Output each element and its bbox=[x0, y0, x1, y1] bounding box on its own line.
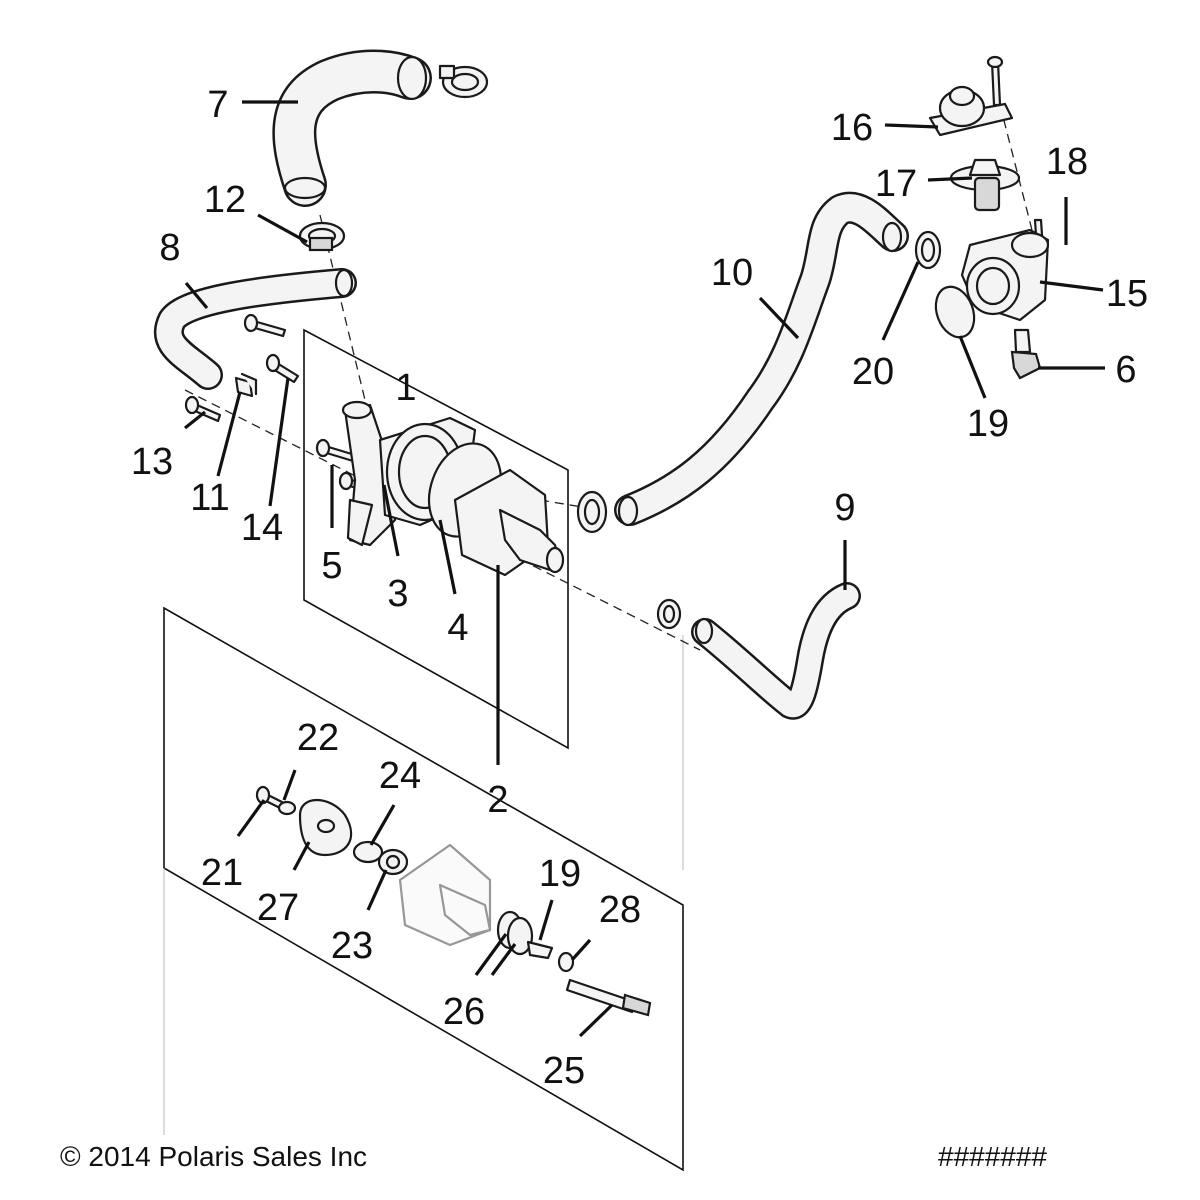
callout-1: 1 bbox=[395, 367, 416, 409]
callout-28: 28 bbox=[599, 889, 641, 931]
callout-16: 16 bbox=[831, 107, 873, 149]
callout-7: 7 bbox=[207, 84, 228, 126]
callout-13: 13 bbox=[131, 441, 173, 483]
callout-19-upper: 19 bbox=[967, 403, 1009, 445]
hose-9 bbox=[691, 582, 861, 720]
centerline bbox=[999, 104, 1033, 231]
callout-20: 20 bbox=[852, 351, 894, 393]
callout-22: 22 bbox=[297, 717, 339, 759]
hose-10 bbox=[614, 191, 909, 527]
pump-cover-ghost bbox=[398, 843, 492, 947]
hose-clamp bbox=[438, 64, 489, 99]
washer-28 bbox=[557, 951, 575, 973]
hose-clamp bbox=[576, 490, 608, 534]
callout-15: 15 bbox=[1106, 273, 1148, 315]
callout-21: 21 bbox=[201, 852, 243, 894]
seal-24 bbox=[352, 840, 384, 864]
thermostat-cover-16 bbox=[928, 85, 1014, 137]
callout-12: 12 bbox=[204, 179, 246, 221]
bolt bbox=[986, 55, 1004, 107]
hose-clamp bbox=[656, 598, 682, 630]
snap-ring-26 bbox=[496, 910, 534, 956]
callout-23: 23 bbox=[331, 925, 373, 967]
callout-10: 10 bbox=[711, 252, 753, 294]
callout-25: 25 bbox=[543, 1050, 585, 1092]
screw-21 bbox=[255, 785, 284, 810]
upper-hose-7 bbox=[272, 49, 432, 207]
thermostat-housing-15 bbox=[960, 228, 1050, 322]
callout-24: 24 bbox=[379, 755, 421, 797]
hose-8 bbox=[153, 268, 357, 390]
reference-code: ####### bbox=[938, 1141, 1048, 1172]
bolt bbox=[243, 313, 287, 338]
bolt-13 bbox=[184, 395, 222, 423]
hose-clamp-20 bbox=[914, 230, 942, 270]
callout-8: 8 bbox=[159, 227, 180, 269]
temp-sensor-6 bbox=[1010, 328, 1042, 380]
callout-11: 11 bbox=[190, 477, 229, 519]
callout-5: 5 bbox=[321, 545, 342, 587]
shaft-25 bbox=[565, 978, 652, 1017]
callout-18: 18 bbox=[1046, 141, 1088, 183]
washer-22 bbox=[277, 800, 297, 816]
seal-23 bbox=[377, 848, 409, 876]
copyright-text: © 2014 Polaris Sales Inc bbox=[60, 1141, 368, 1172]
callout-26: 26 bbox=[443, 991, 485, 1033]
callout-3: 3 bbox=[387, 573, 408, 615]
callout-9: 9 bbox=[834, 487, 855, 529]
pump-cover-2 bbox=[453, 468, 565, 577]
water-pump-assembly-panel bbox=[303, 328, 569, 750]
callout-27: 27 bbox=[257, 887, 299, 929]
thermostat-17 bbox=[949, 158, 1021, 212]
hose-clamp-12 bbox=[298, 221, 346, 252]
callout-6: 6 bbox=[1115, 349, 1136, 391]
callout-19-lower: 19 bbox=[539, 853, 581, 895]
callout-2: 2 bbox=[487, 779, 508, 821]
o-ring-19 bbox=[934, 285, 976, 339]
callout-14: 14 bbox=[241, 507, 283, 549]
leader-lines bbox=[184, 100, 1105, 1038]
water-pump-breakdown-panel bbox=[163, 606, 684, 1172]
bracket-19 bbox=[526, 940, 554, 960]
callout-4: 4 bbox=[447, 607, 468, 649]
callout-17: 17 bbox=[875, 163, 917, 205]
clip-11 bbox=[234, 372, 258, 398]
bolt-14 bbox=[265, 353, 300, 384]
